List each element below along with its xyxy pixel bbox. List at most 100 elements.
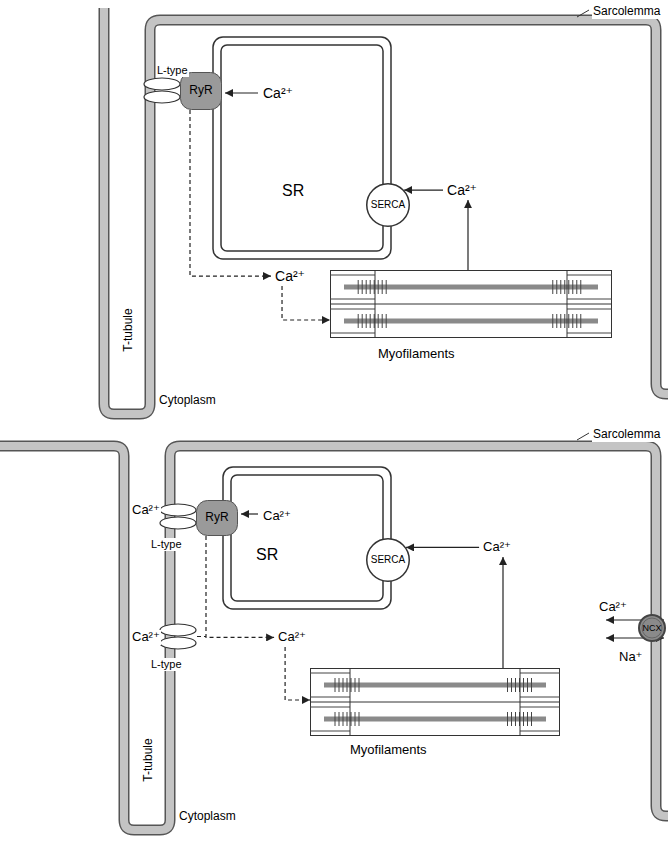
cross-bridge xyxy=(507,712,508,726)
thin-filament xyxy=(520,707,560,708)
cross-bridge xyxy=(552,314,553,328)
ion-label: Na⁺ xyxy=(618,650,643,665)
receptor-blob xyxy=(181,73,222,110)
leader-line xyxy=(577,10,589,17)
cross-bridge xyxy=(370,314,371,328)
node-label: SR xyxy=(256,546,278,564)
channel-label: L-type xyxy=(156,64,189,77)
cross-bridge xyxy=(358,314,359,328)
myofilaments-box: Myofilaments xyxy=(330,270,612,362)
cross-bridge xyxy=(523,712,524,726)
cross-bridge xyxy=(386,314,387,328)
cross-bridge xyxy=(572,314,573,328)
cross-bridge xyxy=(362,314,363,328)
membrane-label: Sarcolemma xyxy=(592,5,661,19)
l-type-channel xyxy=(160,637,196,649)
cross-bridge xyxy=(347,712,348,726)
label-holder: T-tubule xyxy=(118,307,136,352)
thick-filament xyxy=(324,683,546,688)
exchanger-ring xyxy=(642,618,662,638)
ion-label: Ca²⁺ xyxy=(446,182,478,198)
cross-bridge xyxy=(556,314,557,328)
channel-label: L-type xyxy=(150,658,183,671)
cross-bridge xyxy=(568,280,569,294)
thick-filament xyxy=(324,717,546,722)
node-outline xyxy=(330,270,612,338)
thin-filament xyxy=(567,309,612,310)
z-line xyxy=(520,668,521,736)
label-holder: Ca²⁺ xyxy=(131,500,161,518)
calcium-flux-connector xyxy=(406,547,503,668)
cross-bridge xyxy=(355,712,356,726)
cross-bridge xyxy=(351,712,352,726)
cross-bridge xyxy=(564,280,565,294)
cross-bridge xyxy=(351,678,352,692)
label-holder: L-type xyxy=(150,654,183,672)
sr-inner-wall xyxy=(221,45,383,251)
l-type-channel xyxy=(160,624,196,636)
node-label: RyR xyxy=(205,511,228,525)
cross-bridge xyxy=(572,280,573,294)
cross-bridge xyxy=(515,678,516,692)
thin-filament xyxy=(567,275,612,276)
ion-label: Ca²⁺ xyxy=(262,85,294,101)
cross-bridge xyxy=(560,314,561,328)
cross-bridge xyxy=(568,314,569,328)
cross-bridge xyxy=(339,678,340,692)
row-divider xyxy=(330,304,612,305)
thin-filament xyxy=(567,299,612,300)
node-outline xyxy=(222,466,392,610)
ion-label: Ca²⁺ xyxy=(277,630,307,645)
node-outline xyxy=(310,668,560,736)
cross-bridge xyxy=(515,712,516,726)
pump-circle xyxy=(367,539,410,582)
thin-filament xyxy=(567,333,612,334)
label-holder: Cytoplasm xyxy=(158,390,217,408)
label-holder: Sarcolemma xyxy=(592,424,661,442)
tubule-label: T-tubule xyxy=(122,307,136,352)
ion-label: Ca²⁺ xyxy=(274,268,306,284)
label-holder: Ca²⁺ xyxy=(262,84,294,102)
cross-bridge xyxy=(576,280,577,294)
edge-label-holder: Ca²⁺ xyxy=(482,537,512,555)
sr-inner-wall xyxy=(231,475,383,601)
flux-path xyxy=(282,286,330,320)
thin-filament xyxy=(310,707,350,708)
thin-filament xyxy=(520,731,560,732)
cross-bridge xyxy=(552,280,553,294)
sarcolemma-membrane xyxy=(0,446,668,830)
cross-bridge xyxy=(527,678,528,692)
node-label: RyR xyxy=(189,84,212,98)
cross-bridge xyxy=(378,280,379,294)
sarcolemma-membrane xyxy=(104,8,668,414)
thin-filament xyxy=(330,333,375,334)
cross-bridge xyxy=(362,280,363,294)
thin-filament xyxy=(520,697,560,698)
cross-bridge xyxy=(366,314,367,328)
l-type-channel xyxy=(144,91,180,103)
node-label: Myofilaments xyxy=(350,743,427,758)
cross-bridge xyxy=(359,712,360,726)
calcium-flux-connector xyxy=(190,110,330,320)
ion-label: Ca²⁺ xyxy=(131,503,161,518)
sarcolemma-membrane xyxy=(0,446,668,830)
cross-bridge xyxy=(335,678,336,692)
pump-circle xyxy=(367,184,410,227)
region-label: Cytoplasm xyxy=(158,394,217,408)
flux-line xyxy=(197,636,206,637)
sarcoplasmic-reticulum: SR xyxy=(222,466,392,610)
z-line xyxy=(375,270,376,338)
edge-label-holder: Ca²⁺ xyxy=(274,267,306,285)
serca-pump: SERCA xyxy=(366,538,410,582)
node-label: NCX xyxy=(642,623,661,633)
sarcomere-box xyxy=(331,271,612,338)
label-holder: Ca²⁺ xyxy=(131,627,161,645)
cross-bridge xyxy=(370,280,371,294)
label-holder: Cytoplasm xyxy=(178,806,237,824)
calcium-flux-connector xyxy=(206,536,310,700)
cross-bridge xyxy=(580,280,581,294)
thin-filament xyxy=(520,673,560,674)
z-line xyxy=(350,668,351,736)
flux-path xyxy=(406,547,479,548)
